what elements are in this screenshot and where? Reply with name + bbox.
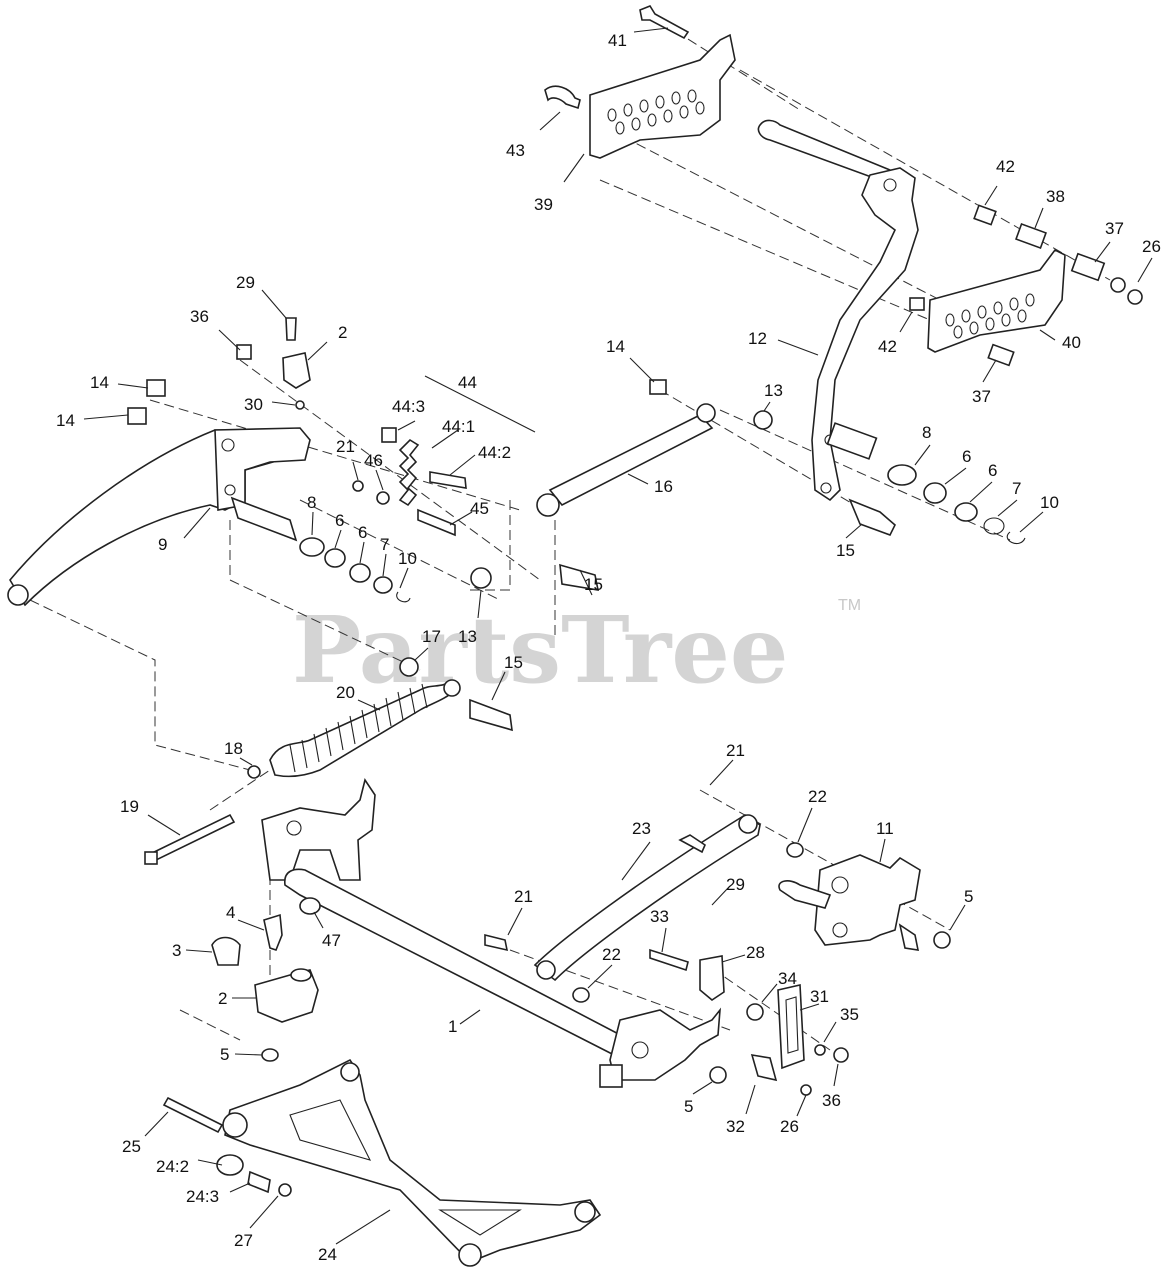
callout-12: 12: [748, 329, 767, 348]
callout-6b: 6: [358, 523, 367, 542]
callout-39: 39: [534, 195, 553, 214]
callout-15b: 15: [584, 575, 603, 594]
callout-8b: 8: [922, 423, 931, 442]
lower-frame: [224, 1058, 602, 1263]
callout-24-2: 24:2: [156, 1157, 189, 1176]
long-bolt: [146, 813, 236, 864]
callout-47: 47: [322, 931, 341, 950]
alignment-lines: [29, 14, 1111, 1051]
callout-37b: 37: [972, 387, 991, 406]
callout-14c: 14: [606, 337, 625, 356]
callout-32: 32: [726, 1117, 745, 1136]
callout-10b: 10: [1040, 493, 1059, 512]
callout-16: 16: [654, 477, 673, 496]
callout-11: 11: [876, 819, 894, 838]
callout-28: 28: [746, 943, 765, 962]
callout-21a: 21: [336, 437, 355, 456]
callout-44: 44: [458, 373, 477, 392]
callout-36b: 36: [822, 1091, 841, 1110]
callout-15c: 15: [504, 653, 523, 672]
callout-44-3: 44:3: [392, 397, 425, 416]
lift-arm: [811, 167, 919, 502]
callout-21c: 21: [514, 887, 533, 906]
middle-linkage: [7, 317, 773, 732]
callout-5b: 5: [220, 1045, 229, 1064]
callout-22a: 22: [808, 787, 827, 806]
callout-24-3: 24:3: [186, 1187, 219, 1206]
callout-37: 37: [1105, 219, 1124, 238]
callout-19: 19: [120, 797, 139, 816]
callout-18: 18: [224, 739, 243, 758]
lower-frame-assembly: [162, 1058, 602, 1267]
callout-34: 34: [778, 969, 797, 988]
callout-42b: 42: [878, 337, 897, 356]
callout-25: 25: [122, 1137, 141, 1156]
callout-21b: 21: [726, 741, 745, 760]
callout-5a: 5: [964, 887, 973, 906]
callout-4: 4: [226, 903, 235, 922]
side-plate-right: [927, 248, 1066, 353]
right-lower-bracket: [609, 1007, 722, 1081]
callout-15a: 15: [836, 541, 855, 560]
leader-lines: [83, 27, 1153, 1245]
top-lift-assembly: [544, 5, 1143, 545]
callout-13b: 13: [764, 381, 783, 400]
callout-7a: 7: [380, 535, 389, 554]
callout-44-1: 44:1: [442, 417, 475, 436]
link-arm: [533, 814, 761, 982]
callout-13a: 13: [458, 627, 477, 646]
watermark-text: PartsTree: [292, 596, 788, 704]
callout-6d: 6: [988, 461, 997, 480]
callout-40: 40: [1062, 333, 1081, 352]
main-shaft-assembly: [211, 778, 951, 1096]
watermark-trademark: TM: [838, 597, 861, 614]
callout-6c: 6: [962, 447, 971, 466]
callout-46: 46: [364, 451, 383, 470]
callout-2: 2: [338, 323, 347, 342]
left-bracket: [261, 778, 376, 881]
callout-2b: 2: [218, 989, 227, 1008]
callout-14a: 14: [90, 373, 109, 392]
callout-8a: 8: [307, 493, 316, 512]
pin: [544, 85, 581, 110]
callout-26b: 26: [780, 1117, 799, 1136]
callout-10a: 10: [398, 549, 417, 568]
callout-43: 43: [506, 141, 525, 160]
callout-26: 26: [1142, 237, 1161, 256]
callout-41: 41: [608, 31, 627, 50]
slotted-plate: [777, 984, 805, 1070]
callout-5c: 5: [684, 1097, 693, 1116]
callout-17: 17: [422, 627, 441, 646]
rod-top: [757, 119, 892, 184]
callout-14b: 14: [56, 411, 75, 430]
callout-36: 36: [190, 307, 209, 326]
callout-7b: 7: [1012, 479, 1021, 498]
bolt-top: [639, 5, 690, 40]
callout-45: 45: [470, 499, 489, 518]
watermark: PartsTree TM: [292, 596, 861, 704]
callout-22b: 22: [602, 945, 621, 964]
callout-29: 29: [236, 273, 255, 292]
callout-9: 9: [158, 535, 167, 554]
callout-1: 1: [448, 1017, 457, 1036]
callout-29b: 29: [726, 875, 745, 894]
callout-30: 30: [244, 395, 263, 414]
callout-23: 23: [632, 819, 651, 838]
callout-20: 20: [336, 683, 355, 702]
link-rod: [548, 414, 714, 507]
callout-24: 24: [318, 1245, 337, 1264]
callout-44-2: 44:2: [478, 443, 511, 462]
callout-31: 31: [810, 987, 829, 1006]
callout-35: 35: [840, 1005, 859, 1024]
spring-assembly: [144, 679, 461, 865]
callout-27: 27: [234, 1231, 253, 1250]
callouts: 41 43 39 42 38 37 26 12 42 40 37 29 36 2…: [56, 31, 1161, 1264]
callout-42: 42: [996, 157, 1015, 176]
callout-3: 3: [172, 941, 181, 960]
callout-33: 33: [650, 907, 669, 926]
callout-6a: 6: [335, 511, 344, 530]
callout-38: 38: [1046, 187, 1065, 206]
